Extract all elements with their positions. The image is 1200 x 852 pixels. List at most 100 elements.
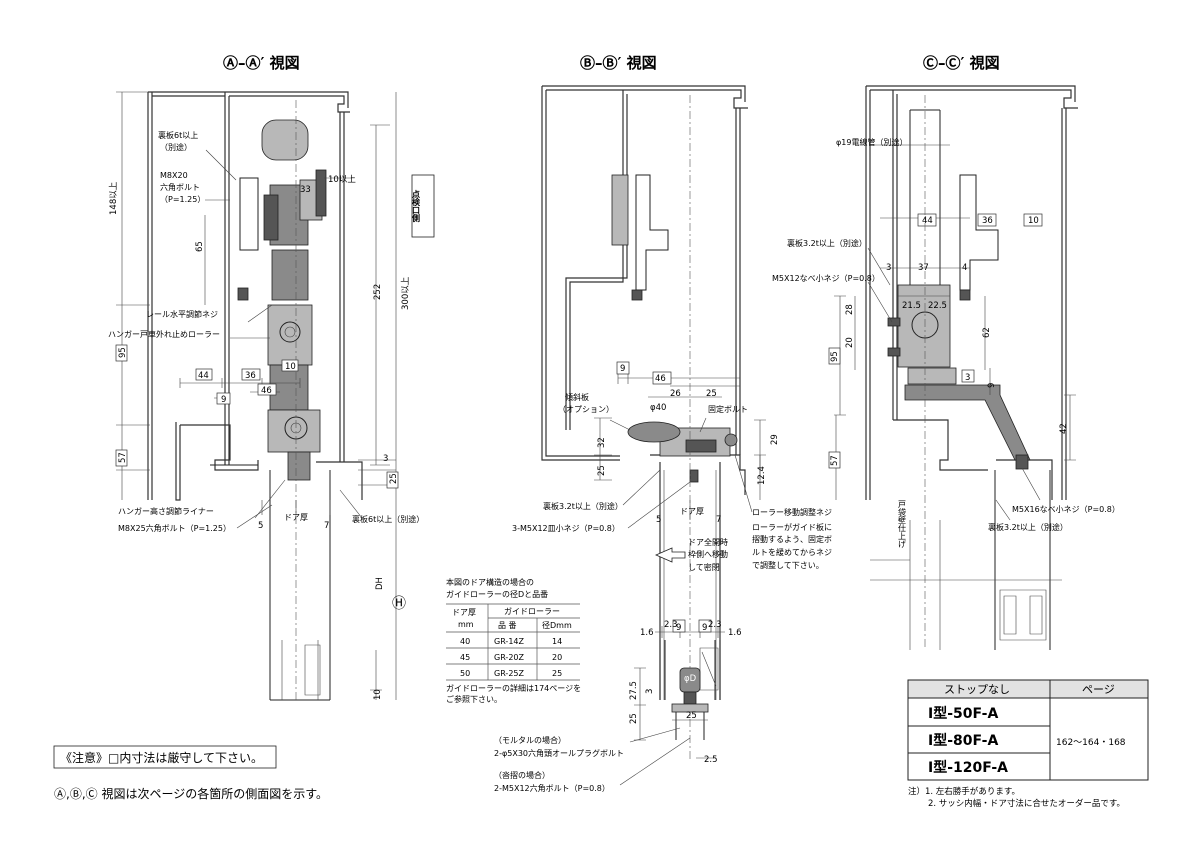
- label-b-m5x12: 3-M5X12皿小ネジ（P=0.8）: [512, 524, 620, 533]
- dim-g-2-3a: 2.3: [664, 620, 678, 630]
- dim-a-5: 5: [258, 521, 263, 531]
- dim-b-7: 7: [716, 515, 721, 525]
- dim-c-42: 42: [1059, 423, 1069, 434]
- guide-row-3-part: GR-25Z: [494, 669, 525, 678]
- dim-c-20: 20: [845, 337, 855, 348]
- label-c-urabaita-b: 裏板3.2t以上（別途）: [988, 522, 1068, 532]
- stop-pages: 162〜164・168: [1056, 738, 1126, 748]
- note-views: Ⓐ,Ⓑ,Ⓒ 視図は次ページの各箇所の側面図を示す。: [54, 786, 328, 801]
- label-b-kotei-bolt: 固定ボルト: [708, 404, 748, 414]
- dim-a-148: 148以上: [109, 181, 119, 215]
- dim-a-h-mark: Ⓗ: [392, 596, 406, 612]
- label-a-urabaita: 裏板6t以上: [158, 130, 198, 140]
- dim-b-12-4: 12.4: [757, 466, 767, 485]
- label-a-door-thickness: ドア厚: [284, 513, 308, 522]
- label-g-kutsuzuri-bolt: 2-M5X12六角ボルト（P=0.8）: [494, 783, 610, 793]
- label-b-note4: で調整して下さい。: [752, 560, 824, 570]
- guide-row-1-part: GR-14Z: [494, 637, 525, 646]
- view-b-drawing: [541, 85, 766, 760]
- dim-a-10ijo: 10以上: [328, 175, 356, 185]
- dim-a-252: 252: [373, 284, 383, 300]
- guide-row-2-door: 45: [460, 653, 470, 662]
- dim-b-phi40: φ40: [650, 403, 666, 413]
- guide-detail-drawing: [619, 619, 725, 786]
- dim-g-27-5: 27.5: [629, 681, 639, 700]
- label-c-urabaita: 裏板3.2t以上（別途）: [787, 238, 867, 248]
- label-b-note1: ローラーがガイド板に: [752, 522, 832, 532]
- label-b-roller-screw: ローラー移動調整ネジ: [752, 507, 832, 517]
- label-b-door-thickness: ドア厚: [680, 507, 704, 516]
- label-g-mortar: （モルタルの場合）: [494, 735, 566, 745]
- dim-c-28: 28: [845, 304, 855, 315]
- dim-b-5: 5: [656, 515, 661, 525]
- label-g-mortar-bolt: 2-φ5X30六角頭オールプラグボルト: [494, 748, 624, 758]
- guide-foot-2: ご参照下さい。: [446, 694, 502, 704]
- stop-head-stop: ストップなし: [944, 683, 1010, 696]
- dim-a-dh: DH: [375, 577, 385, 590]
- dim-b-46: 46: [655, 374, 666, 384]
- guide-row-3-door: 50: [460, 669, 470, 678]
- stop-note-1: 注）1. 左右勝手があります。: [908, 786, 1020, 797]
- dim-g-1-6a: 1.6: [640, 628, 654, 638]
- title-view-a: Ⓐ–Ⓐ′ 視図: [223, 54, 300, 72]
- label-b-note2: 摺動するよう、固定ボ: [752, 534, 832, 544]
- guide-row-1-door: 40: [460, 637, 470, 646]
- dim-c-10: 10: [1028, 216, 1039, 226]
- dim-c-4: 4: [962, 263, 967, 273]
- label-a-rail-screw: レール水平調節ネジ: [146, 309, 218, 319]
- dim-a-25: 25: [389, 473, 399, 484]
- label-b-arrow3: して密閉: [688, 562, 720, 572]
- view-a-labels: 裏板6t以上 （別途） M8X20 六角ボルト （P=1.25） レール水平調節…: [108, 130, 424, 700]
- guide-head-guide: ガイドローラー: [504, 606, 560, 616]
- label-b-urabaita: 裏板3.2t以上（別途）: [543, 501, 623, 511]
- dim-g-25a: 25: [629, 713, 639, 724]
- dim-c-22-5: 22.5: [928, 301, 947, 311]
- label-b-arrow1: ドア全開時: [688, 537, 728, 547]
- stop-note-2: 2. サッシ内幅・ドア寸法に合せたオーダー品です。: [928, 798, 1125, 809]
- label-a-urabaita-b: 裏板6t以上（別途）: [352, 514, 424, 524]
- guide-row-2-part: GR-20Z: [494, 653, 525, 662]
- stop-table: ストップなし ページ Ⅰ型-50F-A Ⅰ型-80F-A Ⅰ型-120F-A 1…: [907, 679, 1149, 809]
- dim-g-2-3b: 2.3: [708, 620, 722, 630]
- dim-g-25b: 25: [686, 711, 697, 721]
- dim-b-9: 9: [620, 364, 625, 374]
- dim-g-2-5: 2.5: [704, 755, 718, 765]
- label-a-m8x25: M8X25六角ボルト（P=1.25）: [118, 523, 231, 533]
- stop-model-3: Ⅰ型-120F-A: [928, 759, 1008, 776]
- guide-head-door: ドア厚: [452, 608, 476, 617]
- title-view-b: Ⓑ–Ⓑ′ 視図: [580, 54, 657, 72]
- guide-row-1-dia: 14: [552, 637, 562, 646]
- guide-detail-labels: 1.6 2.3 9 9 2.3 1.6 φD 27.5 3 25 25 2.5 …: [494, 620, 742, 793]
- dim-c-36: 36: [982, 216, 993, 226]
- label-b-option: （オプション）: [558, 405, 614, 414]
- label-c-m5x16: M5X16なべ小ネジ（P=0.8）: [1012, 505, 1120, 514]
- title-view-c: Ⓒ–Ⓒ′ 視図: [923, 54, 1000, 72]
- guide-roller-table: 本図のドア構造の場合の ガイドローラーの径Dと品番 ドア厚 mm ガイドローラー…: [446, 577, 581, 704]
- label-a-hexbolt: 六角ボルト: [160, 182, 200, 192]
- dim-a-33: 33: [300, 185, 311, 195]
- label-b-note3: ルトを緩めてからネジ: [752, 547, 832, 557]
- dim-c-9: 9: [987, 383, 997, 388]
- guide-head-part: 品 番: [498, 620, 517, 630]
- label-a-bettou: （別途）: [160, 142, 192, 152]
- dim-g-3: 3: [645, 689, 655, 694]
- dim-c-21-5: 21.5: [902, 301, 921, 311]
- dim-c-37: 37: [918, 263, 929, 273]
- label-c-wall-finish: 戸袋壁仕上げ: [898, 500, 907, 548]
- label-b-arrow2: 枠側へ移動: [688, 549, 728, 559]
- dim-b-25: 25: [706, 389, 717, 399]
- dim-a-65: 65: [195, 241, 205, 252]
- guide-row-2-dia: 20: [552, 653, 562, 662]
- dim-c-95: 95: [830, 351, 840, 362]
- dim-g-phiD: φD: [684, 674, 697, 684]
- guide-row-3-dia: 25: [552, 669, 562, 678]
- view-a-drawing: [115, 91, 435, 701]
- note-caution: 《注意》□内寸法は厳守して下さい。: [60, 750, 263, 765]
- dim-a-46: 46: [261, 386, 272, 396]
- dim-c-44: 44: [922, 216, 933, 226]
- dim-a-57: 57: [118, 452, 128, 463]
- dim-g-9a: 9: [676, 623, 681, 633]
- dim-c-3: 3: [886, 263, 891, 273]
- stop-model-2: Ⅰ型-80F-A: [928, 732, 998, 749]
